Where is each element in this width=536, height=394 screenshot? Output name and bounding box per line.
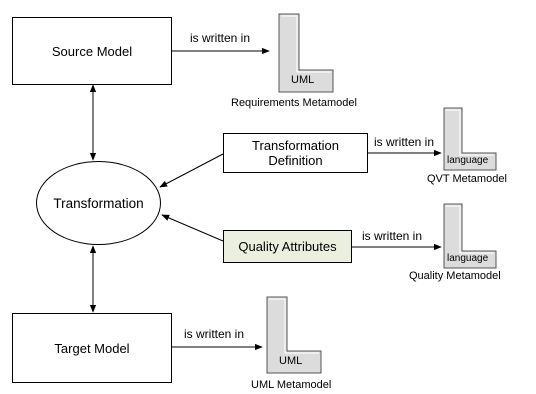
requirements-metamodel-caption: Requirements Metamodel [231,97,357,109]
quality-metamodel-icon: language [443,203,498,269]
target-model-label: Target Model [54,340,130,356]
uml-metamodel-tag: UML [279,355,303,367]
written-in-label-definition: is written in [374,135,435,149]
quality-attributes-box: Quality Attributes [223,230,352,263]
requirements-metamodel-icon: UML [278,13,335,93]
requirements-metamodel-tag: UML [291,74,315,86]
uml-metamodel-caption: UML Metamodel [251,379,332,391]
source-model-box: Source Model [12,17,172,85]
quality-metamodel-caption: Quality Metamodel [409,270,501,282]
qvt-metamodel-caption: QVT Metamodel [427,173,507,185]
transformation-definition-label: Transformation Definition [252,138,339,168]
uml-metamodel-icon: UML [266,296,323,374]
quality-metamodel-tag: language [447,253,489,264]
qvt-metamodel-icon: language [443,107,498,171]
transformation-definition-box: Transformation Definition [223,133,368,173]
written-in-label-quality: is written in [362,229,423,243]
source-model-label: Source Model [51,43,133,59]
written-in-label-source: is written in [190,31,251,45]
arrow-quality-to-transformation [161,214,224,242]
transformation-label: Transformation [53,195,144,211]
arrow-definition-to-transformation [159,153,224,188]
quality-attributes-label: Quality Attributes [238,239,337,254]
qvt-metamodel-tag: language [447,155,489,166]
transformation-ellipse: Transformation [36,161,161,245]
written-in-label-target: is written in [184,327,245,341]
target-model-box: Target Model [12,313,172,383]
